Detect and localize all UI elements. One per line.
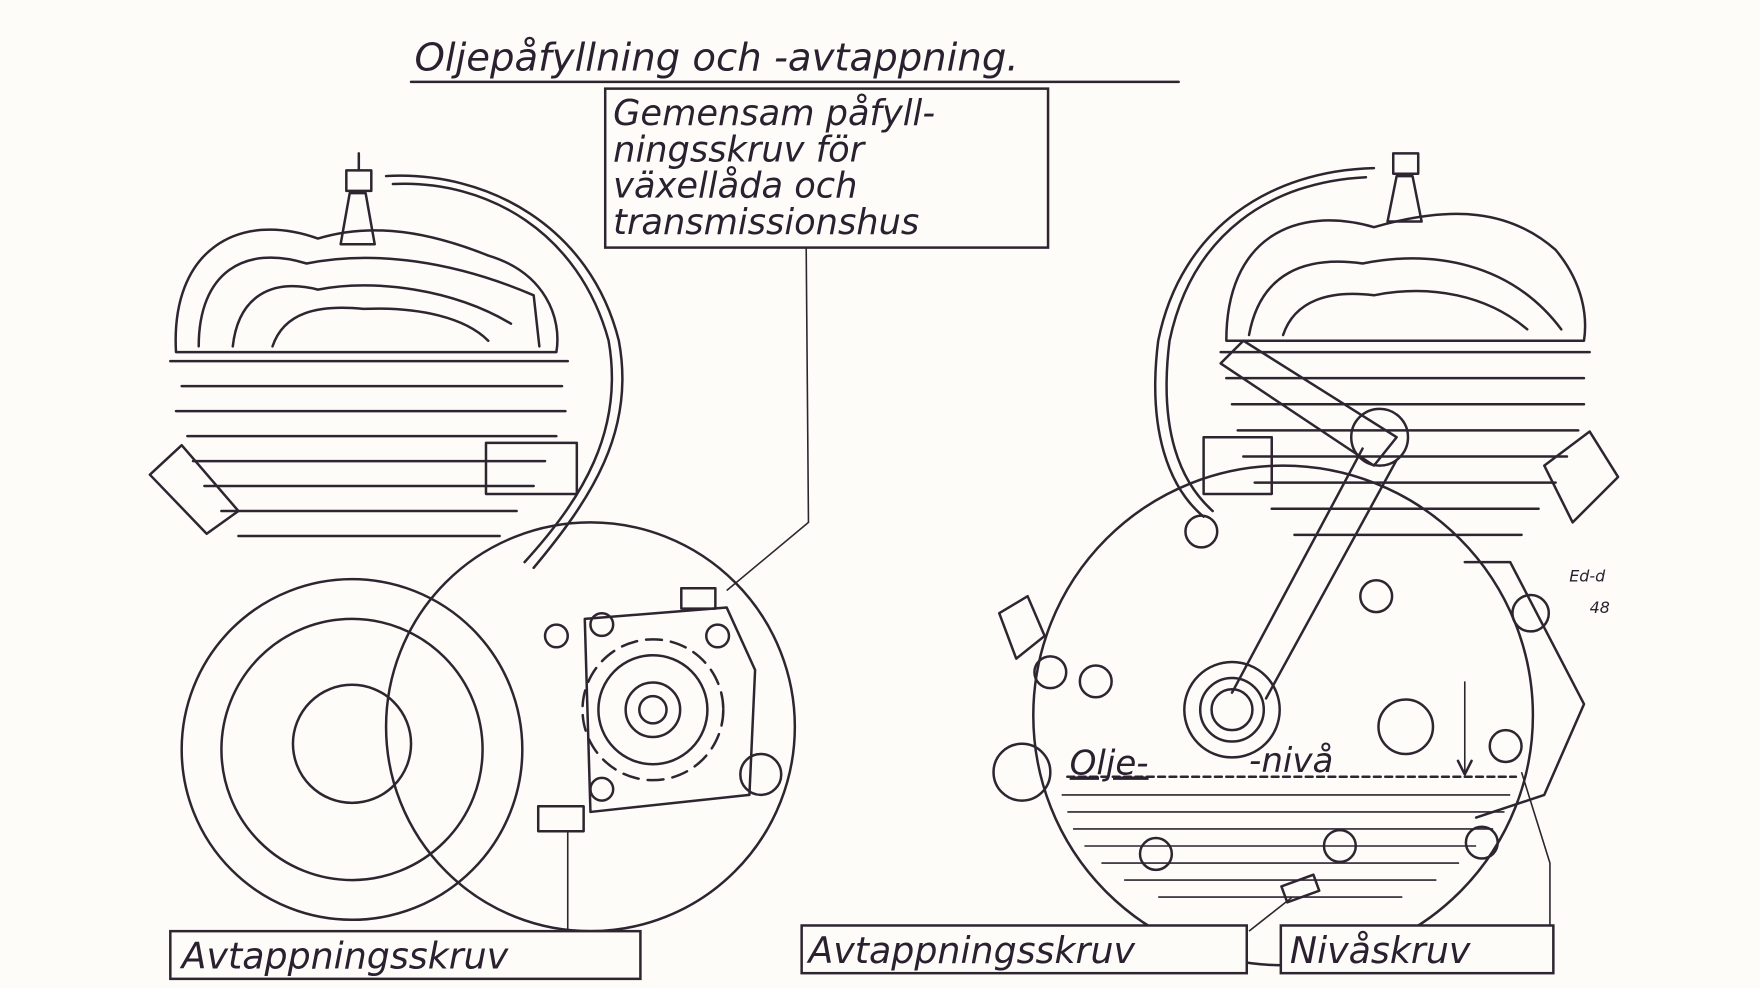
right-engine [992, 152, 1620, 967]
right-drain-leader [1248, 896, 1293, 932]
right-drain-label-box [800, 924, 1249, 975]
signature-line-2: 48 [1590, 598, 1610, 617]
level-screw-leader [1520, 771, 1551, 932]
fill-screw-label-line: växellåda och [613, 166, 857, 207]
right-cylinder-fins [1219, 350, 1591, 537]
fill-screw-leader [726, 247, 810, 592]
level-screw-label-box [1279, 924, 1555, 975]
left-flywheel [180, 577, 524, 922]
left-drain-label-box [169, 929, 642, 981]
diagram-title: Oljepåfyllning och -avtappning. [414, 35, 1018, 80]
signature-line-1: Ed-d [1569, 566, 1606, 585]
oil-level-label-1: Olje- [1070, 743, 1149, 783]
left-cylinder-fins [169, 359, 569, 538]
oil-level-label-2: -nivå [1249, 741, 1333, 781]
level-screw-label: Nivåskruv [1290, 929, 1471, 972]
fill-screw-label-line: Gemensam påfyll- [613, 93, 935, 134]
fill-screw-label-line: transmissionshus [613, 202, 919, 243]
left-engine [148, 152, 797, 933]
right-drain-label: Avtappningsskruv [806, 929, 1135, 972]
fill-screw-label-box [603, 87, 1050, 249]
fill-screw-label-line: ningsskruv för [613, 129, 866, 170]
left-sprocket [581, 638, 725, 782]
oil-hatching [1061, 794, 1511, 898]
fill-screw-label: Gemensam påfyll- ningsskruv för växellåd… [613, 93, 946, 243]
left-drain-label: Avtappningsskruv [180, 935, 509, 978]
fill-screw [680, 586, 717, 610]
